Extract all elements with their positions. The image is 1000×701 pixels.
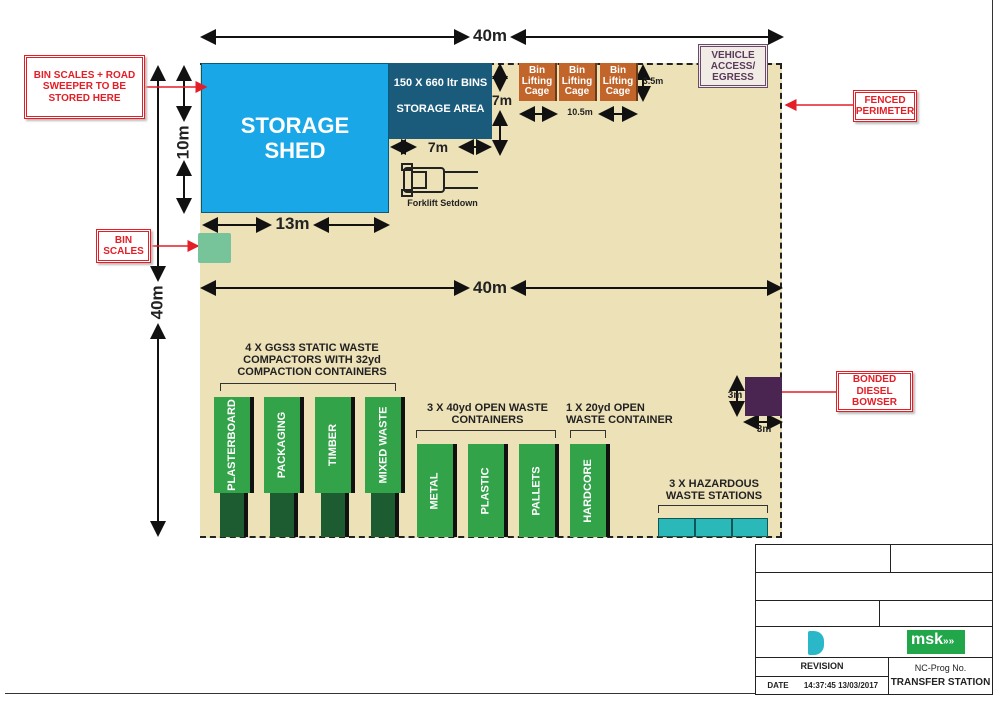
- title-cell: [755, 572, 993, 601]
- bin-lifting-cage: Bin Lifting Cage: [600, 63, 638, 101]
- open40-bracket: [416, 430, 556, 438]
- open20-title: 1 X 20yd OPEN WASTE CONTAINER: [566, 402, 673, 427]
- prog-cell: [888, 657, 993, 695]
- hazardous-station: [695, 518, 732, 537]
- forklift-icon: [401, 163, 478, 197]
- compaction-container: [371, 493, 399, 537]
- container-metal: METAL: [417, 444, 457, 537]
- container-pallets: PALLETS: [519, 444, 559, 537]
- date-label: DATE: [767, 681, 789, 690]
- bin-label: METAL: [429, 471, 442, 510]
- hazardous-station: [732, 518, 768, 537]
- open20-bracket: [570, 430, 606, 438]
- dim-bowser-width: 3m: [756, 424, 772, 435]
- compactor-timber: TIMBER: [315, 397, 355, 493]
- bin-label: PACKAGING: [276, 411, 289, 479]
- callout-bonded-diesel-bowser: BONDED DIESEL BOWSER: [836, 371, 913, 412]
- compactor-packaging: PACKAGING: [264, 397, 304, 493]
- dim-cages-height: 3.5m: [642, 76, 664, 86]
- client-logo-icon: [808, 631, 824, 655]
- bin-scales: [198, 233, 231, 263]
- page-border-right: [992, 0, 993, 544]
- storage-shed-label: STORAGE SHED: [240, 112, 350, 163]
- bins-line2: STORAGE AREA: [396, 103, 485, 115]
- callout-bin-scales: BIN SCALES: [96, 229, 151, 263]
- callout-road-sweeper: BIN SCALES + ROAD SWEEPER TO BE STORED H…: [24, 55, 145, 119]
- compaction-container: [321, 493, 349, 537]
- callout-fenced-perimeter: FENCED PERIMETER: [853, 90, 917, 122]
- date-value: 14:37:45 13/03/2017: [803, 681, 879, 690]
- dim-shed-width: 13m: [275, 214, 310, 233]
- vehicle-access-sign: VEHICLE ACCESS/ EGRESS: [698, 44, 768, 88]
- hazardous-station: [658, 518, 695, 537]
- compaction-container: [270, 493, 298, 537]
- bin-label: PALLETS: [531, 465, 544, 516]
- dim-bins-height: 7m: [491, 92, 513, 108]
- revision-label: REVISION: [800, 661, 844, 671]
- storage-shed: STORAGE SHED: [201, 63, 389, 213]
- compactors-title: 4 X GGS3 STATIC WASTE COMPACTORS WITH 32…: [237, 342, 387, 379]
- compactors-bracket: [220, 383, 396, 391]
- title-cell: [755, 600, 880, 627]
- project-name: TRANSFER STATION: [890, 677, 991, 688]
- bin-label: PLASTERBOARD: [226, 399, 239, 491]
- dim-bowser-height: 3m: [727, 390, 743, 401]
- bin-lifting-cage: Bin Lifting Cage: [519, 63, 557, 101]
- dim-bins-width: 7m: [427, 139, 449, 155]
- msk-logo-text: msk: [911, 631, 944, 648]
- dim-cages-width: 10.5m: [567, 107, 593, 117]
- compaction-container: [220, 493, 248, 537]
- msk-logo: msk»»: [907, 630, 965, 654]
- dim-top-width: 40m: [472, 26, 508, 45]
- prog-label: NC-Prog No.: [914, 663, 967, 673]
- bin-label: MIXED WASTE: [377, 406, 390, 484]
- container-hardcore: HARDCORE: [570, 444, 610, 537]
- container-plastic: PLASTIC: [468, 444, 508, 537]
- compactor-mixed-waste: MIXED WASTE: [365, 397, 405, 493]
- bins-line1: 150 X 660 ltr BINS: [393, 77, 488, 89]
- page-border-line: [5, 693, 755, 694]
- dim-mid-width: 40m: [472, 278, 508, 297]
- dim-shed-height: 10m: [173, 125, 193, 160]
- title-cell: [755, 544, 891, 573]
- forklift-label: Forklift Setdown: [407, 198, 478, 208]
- hazardous-title: 3 X HAZARDOUS WASTE STATIONS: [665, 478, 763, 503]
- diesel-bowser: [745, 377, 782, 416]
- bin-label: HARDCORE: [582, 458, 594, 523]
- compactor-plasterboard: PLASTERBOARD: [214, 397, 254, 493]
- bin-label: PLASTIC: [480, 466, 492, 515]
- hazardous-bracket: [658, 505, 768, 513]
- open40-title: 3 X 40yd OPEN WASTE CONTAINERS: [426, 402, 549, 427]
- bin-label: TIMBER: [327, 423, 340, 467]
- bins-storage-area: 150 X 660 ltr BINS STORAGE AREA: [389, 63, 492, 139]
- bin-lifting-cage: Bin Lifting Cage: [559, 63, 597, 101]
- dim-left-height: 40m: [147, 285, 167, 320]
